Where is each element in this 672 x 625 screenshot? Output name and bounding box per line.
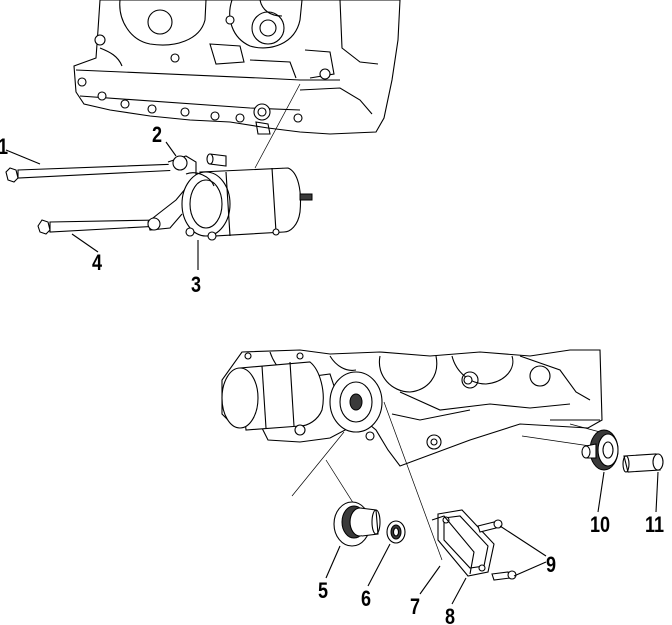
gasket xyxy=(431,515,475,575)
crankcase-top xyxy=(73,0,401,135)
callout-10: 10 xyxy=(590,512,611,537)
guide-line xyxy=(521,435,591,447)
idler-gear xyxy=(581,429,619,471)
cover-screw-upper xyxy=(477,519,503,533)
dowel-pin xyxy=(206,153,227,167)
guide-line xyxy=(569,423,601,433)
idler-shaft xyxy=(622,453,664,473)
leader-line xyxy=(513,561,547,577)
cover-screw-lower xyxy=(491,570,517,581)
crankcase-bottom xyxy=(221,349,603,467)
leader-line xyxy=(499,525,547,557)
leader-line xyxy=(325,545,341,579)
callout-2: 2 xyxy=(152,122,163,147)
leader-line xyxy=(419,565,441,595)
callout-3: 3 xyxy=(191,272,202,297)
leader-line xyxy=(597,471,605,513)
bearing xyxy=(386,520,406,544)
leader-line xyxy=(451,577,467,605)
callout-9: 9 xyxy=(546,552,557,577)
guide-line xyxy=(291,431,345,497)
long-bolt xyxy=(5,163,181,183)
leader-line xyxy=(165,141,177,157)
leader-line xyxy=(5,149,41,165)
guide-line xyxy=(383,401,443,561)
callout-8: 8 xyxy=(445,604,456,625)
callout-1: 1 xyxy=(0,136,8,158)
leader-line xyxy=(71,233,99,253)
callout-11: 11 xyxy=(645,512,665,537)
starter-drive xyxy=(333,501,381,547)
guide-line xyxy=(254,83,301,169)
leader-line xyxy=(655,471,659,513)
callout-6: 6 xyxy=(361,586,372,611)
callout-5: 5 xyxy=(318,578,329,603)
callout-4: 4 xyxy=(92,250,103,275)
starter-motor xyxy=(147,155,313,241)
short-bolt xyxy=(37,219,161,235)
leader-line xyxy=(367,543,391,587)
callout-7: 7 xyxy=(410,594,421,619)
